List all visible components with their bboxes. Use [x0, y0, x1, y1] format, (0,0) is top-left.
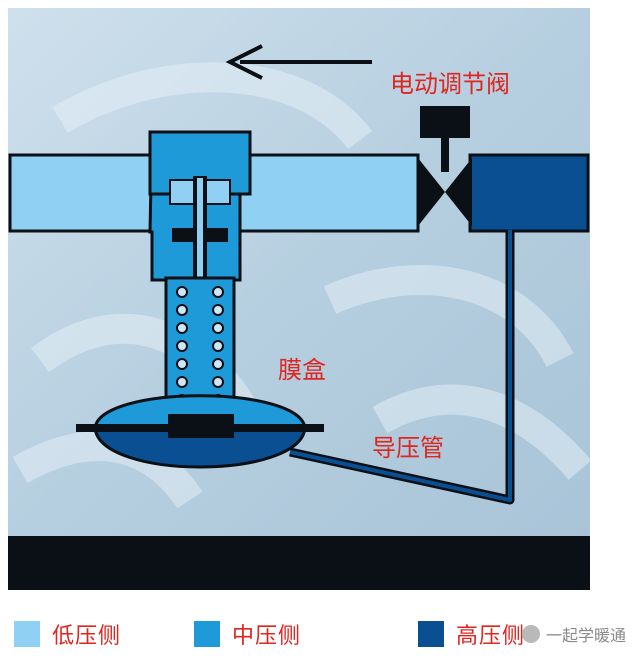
diaphragm-box — [76, 394, 324, 469]
watermark-text: 一起学暖通 — [545, 626, 626, 645]
regulator-body — [148, 130, 252, 420]
legend-label-low: 低压侧 — [52, 624, 122, 649]
legend-label-high: 高压侧 — [456, 624, 526, 649]
pipe-high-side — [468, 153, 590, 233]
wechat-icon — [521, 625, 540, 643]
flow-arrow — [225, 44, 372, 80]
label-electric-valve: 电动调节阀 — [390, 70, 510, 98]
pressure-tube — [289, 230, 515, 505]
floor-base — [8, 536, 590, 590]
legend-item-mid: 中压侧 — [194, 618, 301, 650]
label-diaphragm-box: 膜盒 — [278, 356, 326, 384]
legend-swatch-high — [418, 621, 444, 647]
legend-item-high: 高压侧 — [418, 618, 525, 650]
electric-valve — [418, 106, 472, 226]
legend-swatch-low — [14, 621, 40, 647]
watermark: 一起学暖通 — [521, 622, 626, 646]
label-pressure-tube: 导压管 — [372, 434, 444, 462]
legend-item-low: 低压侧 — [14, 618, 121, 650]
legend-swatch-mid — [194, 621, 220, 647]
background-swirls — [12, 62, 592, 509]
legend-label-mid: 中压侧 — [232, 624, 302, 649]
